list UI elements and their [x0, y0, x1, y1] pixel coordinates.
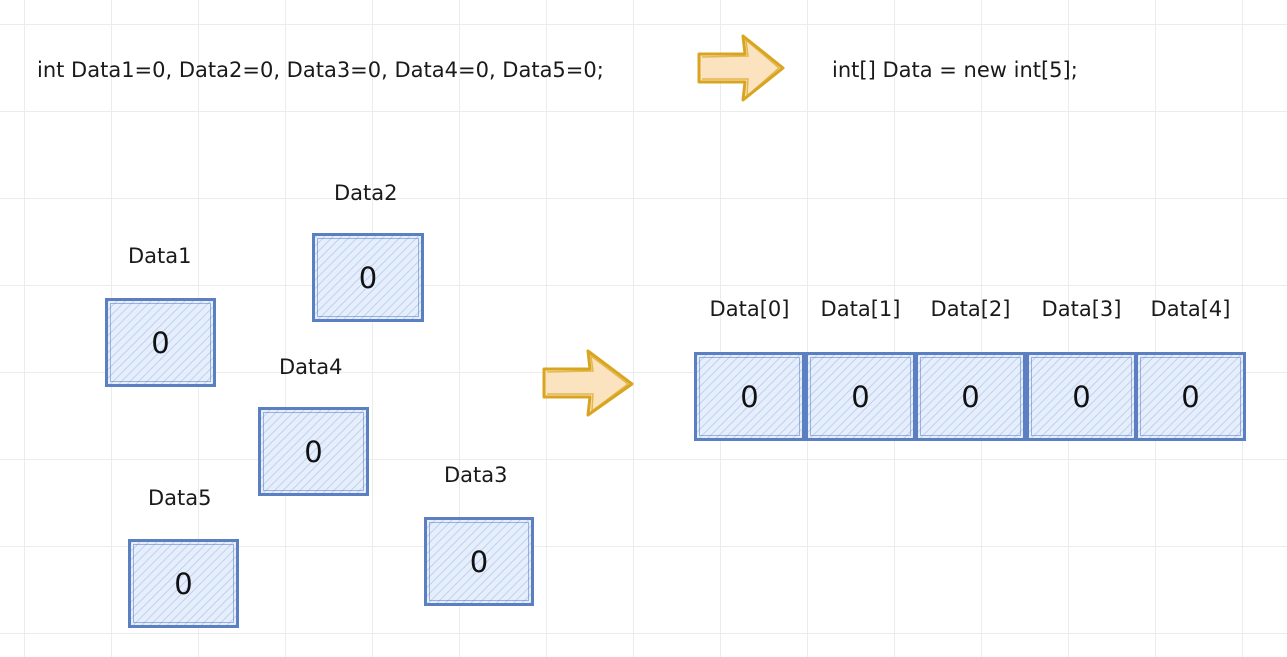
variable-label-data5: Data5	[148, 486, 212, 510]
variable-box-data2: 0	[312, 233, 424, 322]
array-cell: 0	[805, 352, 916, 441]
variable-box-data1: 0	[105, 298, 216, 387]
variable-label-data2: Data2	[334, 181, 398, 205]
variable-box-data5: 0	[128, 539, 239, 628]
array-cell: 0	[1135, 352, 1246, 441]
right-arrow-icon	[697, 34, 785, 102]
array-index-labels: Data[0] Data[1] Data[2] Data[3] Data[4]	[694, 297, 1246, 327]
variable-box-data3: 0	[424, 517, 534, 606]
array-cells: 0 0 0 0 0	[694, 352, 1246, 441]
array-index-label: Data[2]	[930, 297, 1011, 321]
array-index-label: Data[1]	[820, 297, 901, 321]
array-cell: 0	[694, 352, 805, 441]
variable-label-data1: Data1	[128, 244, 192, 268]
array-index-label: Data[3]	[1041, 297, 1122, 321]
array-index-label: Data[4]	[1150, 297, 1231, 321]
right-arrow-icon	[542, 349, 634, 417]
array-cell: 0	[1026, 352, 1137, 441]
variable-label-data4: Data4	[279, 355, 343, 379]
array-cell: 0	[915, 352, 1026, 441]
variable-label-data3: Data3	[444, 463, 508, 487]
variable-box-data4: 0	[258, 407, 369, 496]
array-declaration-code: int[] Data = new int[5];	[832, 58, 1078, 82]
array-index-label: Data[0]	[709, 297, 790, 321]
separate-variables-code: int Data1=0, Data2=0, Data3=0, Data4=0, …	[37, 58, 604, 82]
